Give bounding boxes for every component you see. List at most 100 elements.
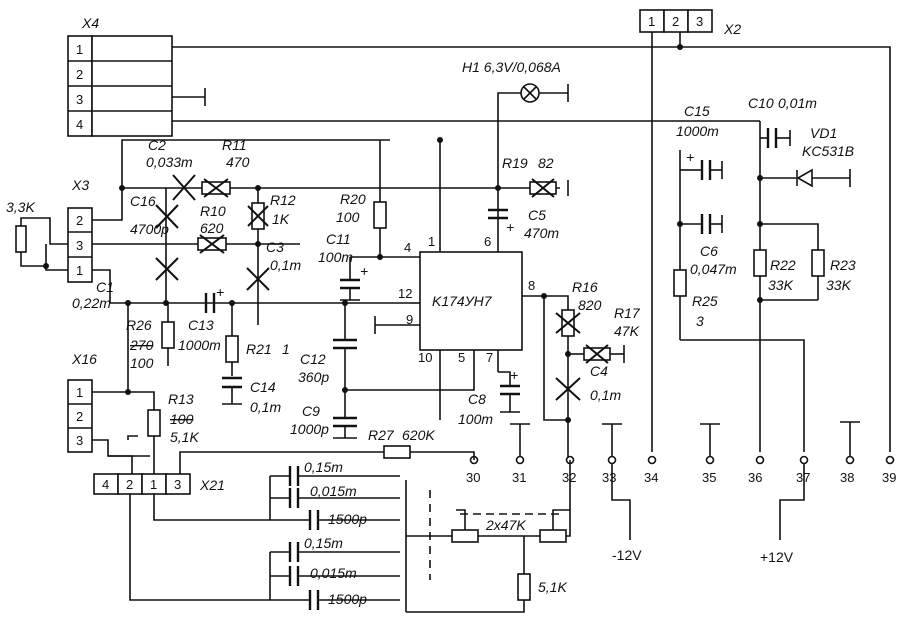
terminal-33: 33 [602, 470, 616, 485]
r17-label: R17 [614, 305, 641, 321]
x4-pin-3: 3 [76, 92, 83, 107]
c6-label: C6 [700, 243, 718, 259]
x4-pin-2: 2 [76, 67, 83, 82]
c9-label: C9 [302, 403, 320, 419]
r16-label: R16 [572, 279, 598, 295]
r19-label: R19 [502, 155, 528, 171]
c11-label: C11 [326, 231, 351, 247]
c16-label: C16 [130, 193, 156, 209]
r13-label: R13 [168, 391, 194, 407]
x2-pin-1: 1 [648, 14, 655, 29]
r-bottom [517, 573, 531, 601]
r23 [811, 249, 825, 277]
c12-label: C12 [300, 351, 326, 367]
c10-value: 0,01m [778, 95, 817, 111]
ic-k174un7: K174УН7 1 4 6 8 12 9 10 5 7 [398, 234, 535, 365]
r23-value: 33K [826, 277, 852, 293]
ext-resistor-label: 3,3K [6, 199, 35, 215]
r27-label: R27 [368, 427, 395, 443]
c1-value: 0,22m [72, 295, 111, 311]
terminal-31: 31 [512, 470, 526, 485]
terminal-39: 39 [882, 470, 896, 485]
terminal-38: 38 [840, 470, 854, 485]
sw-cap-3: 1500p [328, 511, 367, 527]
r26-value: 100 [130, 355, 154, 371]
r20 [373, 201, 387, 229]
r10-value: 620 [200, 220, 224, 236]
c5-value: 470m [524, 225, 559, 241]
ext-resistor [15, 225, 27, 253]
x21-pin-1: 1 [150, 477, 157, 492]
c15-plus: + [686, 149, 694, 165]
c2-label: C2 [148, 137, 166, 153]
ic-pin-12: 12 [398, 286, 412, 301]
sw-cap-2: 0,015m [310, 483, 357, 499]
r25-value: 3 [696, 313, 704, 329]
r26 [161, 321, 175, 349]
ic-pin-1: 1 [428, 234, 435, 249]
c5-label: C5 [528, 207, 546, 223]
vd1-label: VD1 [810, 125, 837, 141]
x2-pin-3: 3 [696, 14, 703, 29]
r-bottom-value: 5,1K [538, 579, 567, 595]
r26-struck-value: 270 [129, 337, 154, 353]
connector-x21: 4 2 1 3 X21 [93, 473, 225, 495]
r16-value: 820 [578, 297, 602, 313]
x21-pin-4: 4 [102, 477, 109, 492]
c15-label: C15 [684, 103, 710, 119]
c2-value: 0,033m [146, 154, 193, 170]
switch-cap-group-2: 0,15m 0,015m 1500p [269, 535, 400, 610]
r13 [147, 409, 161, 437]
r11-value: 470 [226, 154, 250, 170]
connector-x3: X3 2 3 1 [67, 177, 93, 283]
pot-label: 2x47K [485, 517, 526, 533]
r12-value: 1K [272, 211, 290, 227]
r13-value: 5,1K [170, 429, 199, 445]
x16-label: X16 [71, 351, 97, 367]
c16-value: 4700p [130, 221, 169, 237]
terminal-35: 35 [702, 470, 716, 485]
lamp-h1: H1 6,3V/0,068A [462, 59, 569, 200]
r21-label: R21 [246, 341, 272, 357]
x2-pin-2: 2 [672, 14, 679, 29]
terminals: 30 31 32 33 34 35 36 37 38 39 [466, 455, 896, 485]
c15-value: 1000m [676, 123, 719, 139]
connector-x2: 1 2 3 X2 [639, 9, 741, 37]
c8-label: C8 [468, 391, 486, 407]
c11-value: 100m [318, 249, 353, 265]
r22-value: 33K [768, 277, 794, 293]
r21-value: 1 [282, 341, 290, 357]
sw-cap-4: 0,15m [304, 535, 343, 551]
c4-value: 0,1m [590, 387, 621, 403]
ic-pin-10: 10 [418, 350, 432, 365]
connector-x4: X4 1 2 3 4 [67, 15, 173, 137]
c9-value: 1000p [290, 421, 329, 437]
x4-label: X4 [81, 15, 99, 31]
connector-x16: X16 1 2 3 [67, 351, 97, 453]
c12-value: 360p [298, 369, 329, 385]
supply-negative: -12V [612, 547, 642, 563]
c4-label: C4 [590, 363, 608, 379]
pot-2x47k: 2x47K [406, 509, 571, 543]
terminal-32: 32 [562, 470, 576, 485]
c13-label: C13 [188, 317, 214, 333]
x21-pin-3: 3 [174, 477, 181, 492]
r10-label: R10 [200, 203, 226, 219]
terminal-36: 36 [748, 470, 762, 485]
x3-pin-1: 1 [76, 263, 83, 278]
ic-pin-9: 9 [406, 312, 413, 327]
c8-plus: + [510, 367, 518, 383]
x16-pin-2: 2 [76, 409, 83, 424]
r21 [225, 335, 239, 363]
r17-value: 47K [614, 323, 640, 339]
lamp-label: H1 6,3V/0,068A [462, 59, 561, 75]
switch-cap-group-1: 0,15m 0,015m 1500p [269, 459, 400, 530]
c11-plus: + [360, 263, 368, 279]
supply-positive: +12V [760, 549, 794, 565]
r27 [383, 445, 411, 459]
r25-label: R25 [692, 293, 718, 309]
r20-value: 100 [336, 209, 360, 225]
x16-pin-1: 1 [76, 385, 83, 400]
r26-label: R26 [126, 317, 152, 333]
